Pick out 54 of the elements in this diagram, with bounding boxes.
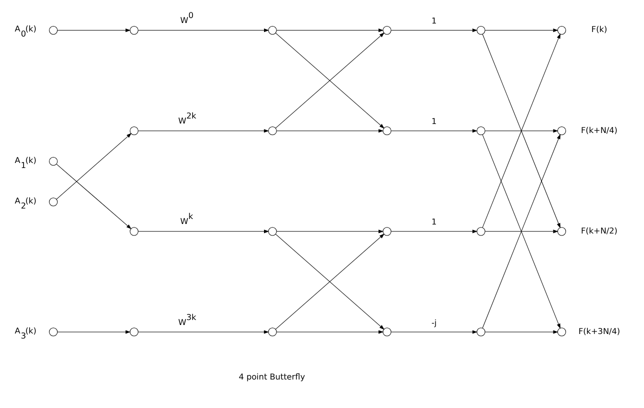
arrow — [484, 330, 558, 334]
arrow — [390, 229, 478, 233]
arrow — [390, 128, 478, 132]
arrow — [138, 128, 270, 132]
label: 4 point Butterfly — [238, 371, 306, 382]
node-label: F(k+3N/4) — [578, 325, 620, 336]
node-circle — [130, 226, 138, 236]
node-circle — [268, 226, 277, 236]
node-circle — [476, 226, 486, 236]
node-label: F(k) — [591, 24, 608, 34]
node-circle — [382, 126, 392, 135]
arrow — [276, 229, 384, 233]
arrow — [276, 28, 384, 32]
node-circle — [268, 25, 277, 34]
node-circle — [130, 126, 138, 135]
edge-label: 1 — [431, 216, 437, 226]
edge-label: 1 — [431, 116, 437, 126]
arrow — [390, 28, 478, 32]
arrow — [276, 128, 384, 132]
edge-label: -j — [431, 316, 437, 327]
arrow — [390, 330, 478, 334]
arrow — [484, 229, 558, 233]
node-circle — [476, 25, 486, 34]
arrow — [484, 128, 558, 132]
node-circle — [382, 25, 392, 34]
node-label: F(k+N/4) — [581, 124, 618, 134]
arrow — [56, 163, 132, 229]
node-circle — [49, 156, 58, 166]
arrow — [484, 28, 558, 32]
node-circle — [130, 25, 138, 34]
arrow — [57, 28, 131, 32]
node-circle — [382, 327, 392, 336]
edge-label: 1 — [431, 15, 437, 26]
arrow — [276, 330, 384, 334]
node-circle — [557, 25, 566, 34]
node-circle — [382, 226, 392, 236]
arrow — [138, 28, 270, 32]
node-circle — [49, 197, 58, 206]
node-circle — [476, 126, 486, 135]
arrow — [138, 330, 270, 334]
node-circle — [268, 327, 277, 336]
node-label: F(k+N/2) — [581, 224, 618, 235]
node-circle — [268, 126, 277, 135]
node-circle — [557, 226, 566, 236]
node-circle — [557, 126, 566, 135]
arrow — [275, 233, 384, 330]
node-circle — [49, 25, 58, 34]
arrow — [57, 330, 131, 334]
node-circle — [130, 327, 138, 336]
node-circle — [557, 327, 566, 336]
arrow — [56, 132, 132, 200]
node-circle — [476, 327, 486, 336]
arrow — [138, 229, 270, 233]
node-circle — [49, 327, 58, 336]
